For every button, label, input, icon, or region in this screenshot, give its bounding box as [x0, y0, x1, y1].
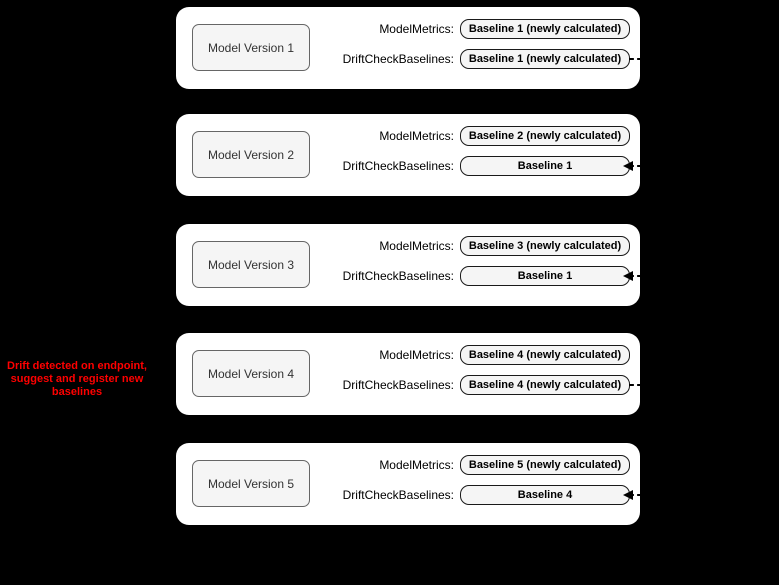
model-metrics-label: ModelMetrics: [379, 239, 454, 253]
model-metrics-label: ModelMetrics: [379, 129, 454, 143]
model-metrics-row: ModelMetrics: Baseline 5 (newly calculat… [379, 455, 630, 475]
drift-check-value: Baseline 4 (newly calculated) [468, 379, 622, 391]
model-version-box: Model Version 4 [192, 350, 310, 397]
drift-check-value-box: Baseline 1 (newly calculated) [460, 49, 642, 69]
connector-arrowhead-icon [623, 271, 633, 281]
model-metrics-value: Baseline 1 (newly calculated) [468, 23, 622, 35]
model-metrics-value-box: Baseline 3 (newly calculated) [460, 236, 630, 256]
model-version-label: Model Version 3 [207, 257, 295, 272]
model-metrics-value-box: Baseline 1 (newly calculated) [460, 19, 630, 39]
drift-check-label: DriftCheckBaselines: [342, 159, 454, 173]
model-version-5-card: Model Version 5 ModelMetrics: Baseline 5… [176, 443, 642, 525]
drift-check-label: DriftCheckBaselines: [342, 488, 454, 502]
model-metrics-value-box: Baseline 2 (newly calculated) [460, 126, 630, 146]
drift-check-value-box: Baseline 1 [460, 266, 642, 286]
model-version-box: Model Version 5 [192, 460, 310, 507]
drift-check-row: DriftCheckBaselines: Baseline 4 [342, 485, 642, 505]
model-version-label: Model Version 1 [207, 40, 295, 55]
model-metrics-row: ModelMetrics: Baseline 2 (newly calculat… [379, 126, 630, 146]
drift-check-label: DriftCheckBaselines: [342, 269, 454, 283]
model-version-box: Model Version 2 [192, 131, 310, 178]
model-metrics-label: ModelMetrics: [379, 458, 454, 472]
drift-check-row: DriftCheckBaselines: Baseline 1 [342, 156, 642, 176]
model-metrics-label: ModelMetrics: [379, 348, 454, 362]
annotation-line-2: suggest and register new [10, 373, 144, 385]
model-metrics-label: ModelMetrics: [379, 22, 454, 36]
annotation-line-3: baselines [51, 386, 103, 398]
connector-arrowhead-icon [623, 490, 633, 500]
model-version-label: Model Version 4 [207, 366, 295, 381]
drift-annotation: Drift detected on endpoint, suggest and … [2, 360, 152, 399]
drift-check-row: DriftCheckBaselines: Baseline 4 (newly c… [342, 375, 642, 395]
connector-dashed-line [629, 494, 642, 496]
drift-check-value-box: Baseline 4 [460, 485, 642, 505]
connector-dashed-line [629, 275, 642, 277]
annotation-line-1: Drift detected on endpoint, [7, 360, 147, 372]
model-metrics-value: Baseline 3 (newly calculated) [468, 240, 622, 252]
connector-dashed-line [629, 165, 642, 167]
model-version-label: Model Version 5 [207, 476, 295, 491]
connector-dashed-line [629, 58, 642, 60]
model-metrics-value: Baseline 5 (newly calculated) [468, 459, 622, 471]
drift-check-value: Baseline 4 [517, 489, 573, 501]
connector-arrowhead-icon [623, 161, 633, 171]
model-version-box: Model Version 1 [192, 24, 310, 71]
model-version-label: Model Version 2 [207, 147, 295, 162]
connector-dashed-line [629, 384, 642, 386]
drift-check-row: DriftCheckBaselines: Baseline 1 [342, 266, 642, 286]
drift-check-value-box: Baseline 1 [460, 156, 642, 176]
model-version-4-card: Model Version 4 ModelMetrics: Baseline 4… [176, 333, 642, 415]
model-version-1-card: Model Version 1 ModelMetrics: Baseline 1… [176, 7, 642, 89]
model-metrics-value: Baseline 4 (newly calculated) [468, 349, 622, 361]
drift-check-value: Baseline 1 [517, 270, 573, 282]
drift-check-label: DriftCheckBaselines: [342, 52, 454, 66]
model-metrics-row: ModelMetrics: Baseline 4 (newly calculat… [379, 345, 630, 365]
model-metrics-row: ModelMetrics: Baseline 3 (newly calculat… [379, 236, 630, 256]
drift-check-value-box: Baseline 4 (newly calculated) [460, 375, 642, 395]
model-metrics-value-box: Baseline 4 (newly calculated) [460, 345, 630, 365]
model-version-2-card: Model Version 2 ModelMetrics: Baseline 2… [176, 114, 642, 196]
drift-check-value: Baseline 1 [517, 160, 573, 172]
model-metrics-row: ModelMetrics: Baseline 1 (newly calculat… [379, 19, 630, 39]
model-version-3-card: Model Version 3 ModelMetrics: Baseline 3… [176, 224, 642, 306]
drift-check-value: Baseline 1 (newly calculated) [468, 53, 622, 65]
model-version-box: Model Version 3 [192, 241, 310, 288]
model-metrics-value-box: Baseline 5 (newly calculated) [460, 455, 630, 475]
drift-check-label: DriftCheckBaselines: [342, 378, 454, 392]
drift-check-row: DriftCheckBaselines: Baseline 1 (newly c… [342, 49, 642, 69]
model-metrics-value: Baseline 2 (newly calculated) [468, 130, 622, 142]
